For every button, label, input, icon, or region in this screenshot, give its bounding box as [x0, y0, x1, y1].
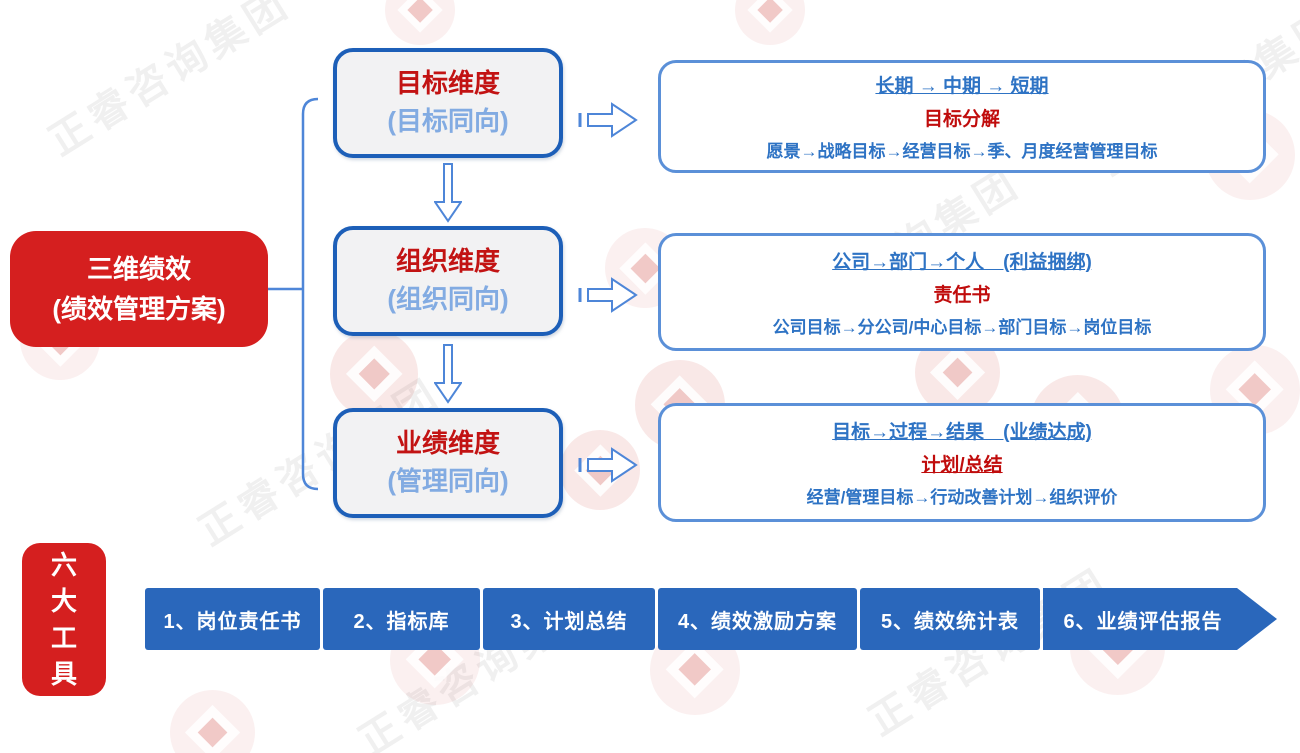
- dimension-subtitle: (组织同向): [387, 284, 509, 314]
- detail-line2: 责任书: [933, 284, 991, 306]
- detail-box-organization: 公司→部门→个人 (利益捆绑) 责任书 公司目标→分公司/中心目标→部门目标→岗…: [658, 233, 1266, 351]
- detail-line1: 公司→部门→个人 (利益捆绑): [832, 251, 1092, 273]
- brace-connector: [268, 97, 319, 491]
- tool-segment-5: 5、绩效统计表: [860, 588, 1040, 650]
- dimension-title: 目标维度: [395, 68, 500, 99]
- watermark-logo: [735, 0, 805, 45]
- main-title-line2: (绩效管理方案): [52, 294, 226, 324]
- dimension-box-organization: 组织维度 (组织同向): [333, 226, 563, 336]
- down-arrow-icon: [434, 163, 462, 223]
- detail-box-goal: 长期 → 中期 → 短期 目标分解 愿景→战略目标→经营目标→季、月度经营管理目…: [658, 60, 1266, 173]
- tool-segment-6: 6、业绩评估报告: [1043, 588, 1277, 650]
- right-arrow-icon: [578, 447, 638, 483]
- tool-segment-1: 1、岗位责任书: [145, 588, 320, 650]
- right-arrow-icon: [578, 277, 638, 313]
- dimension-box-performance: 业绩维度 (管理同向): [333, 408, 563, 518]
- detail-line3: 公司目标→分公司/中心目标→部门目标→岗位目标: [772, 317, 1152, 337]
- down-arrow-icon: [434, 344, 462, 404]
- detail-line3: 愿景→战略目标→经营目标→季、月度经营管理目标: [766, 142, 1158, 161]
- dimension-title: 业绩维度: [395, 428, 500, 459]
- watermark-logo: [170, 690, 255, 753]
- six-tools-label: 六大工具: [50, 549, 77, 689]
- dimension-box-goal: 目标维度 (目标同向): [333, 48, 563, 158]
- detail-line2: 计划/总结: [921, 455, 1003, 476]
- dimension-subtitle: (目标同向): [387, 106, 509, 136]
- main-title-line1: 三维绩效: [86, 253, 191, 284]
- detail-box-performance: 目标→过程→结果 (业绩达成) 计划/总结 经营/管理目标→行动改善计划→组织评…: [658, 403, 1266, 522]
- right-arrow-icon: [578, 102, 638, 138]
- six-tools-label-box: 六大工具: [22, 543, 106, 696]
- tool-segment-2: 2、指标库: [323, 588, 480, 650]
- detail-line3: 经营/管理目标→行动改善计划→组织评价: [806, 488, 1118, 507]
- detail-line1: 长期 → 中期 → 短期: [875, 76, 1049, 97]
- tool-segment-4: 4、绩效激励方案: [658, 588, 857, 650]
- tool-segment-3: 3、计划总结: [483, 588, 655, 650]
- main-title-box: 三维绩效 (绩效管理方案): [10, 231, 268, 347]
- watermark-logo: [385, 0, 455, 45]
- dimension-title: 组织维度: [395, 246, 500, 277]
- dimension-subtitle: (管理同向): [387, 466, 509, 496]
- detail-line1: 目标→过程→结果 (业绩达成): [832, 422, 1092, 443]
- detail-line2: 目标分解: [923, 109, 1000, 130]
- watermark-logo: [330, 330, 418, 418]
